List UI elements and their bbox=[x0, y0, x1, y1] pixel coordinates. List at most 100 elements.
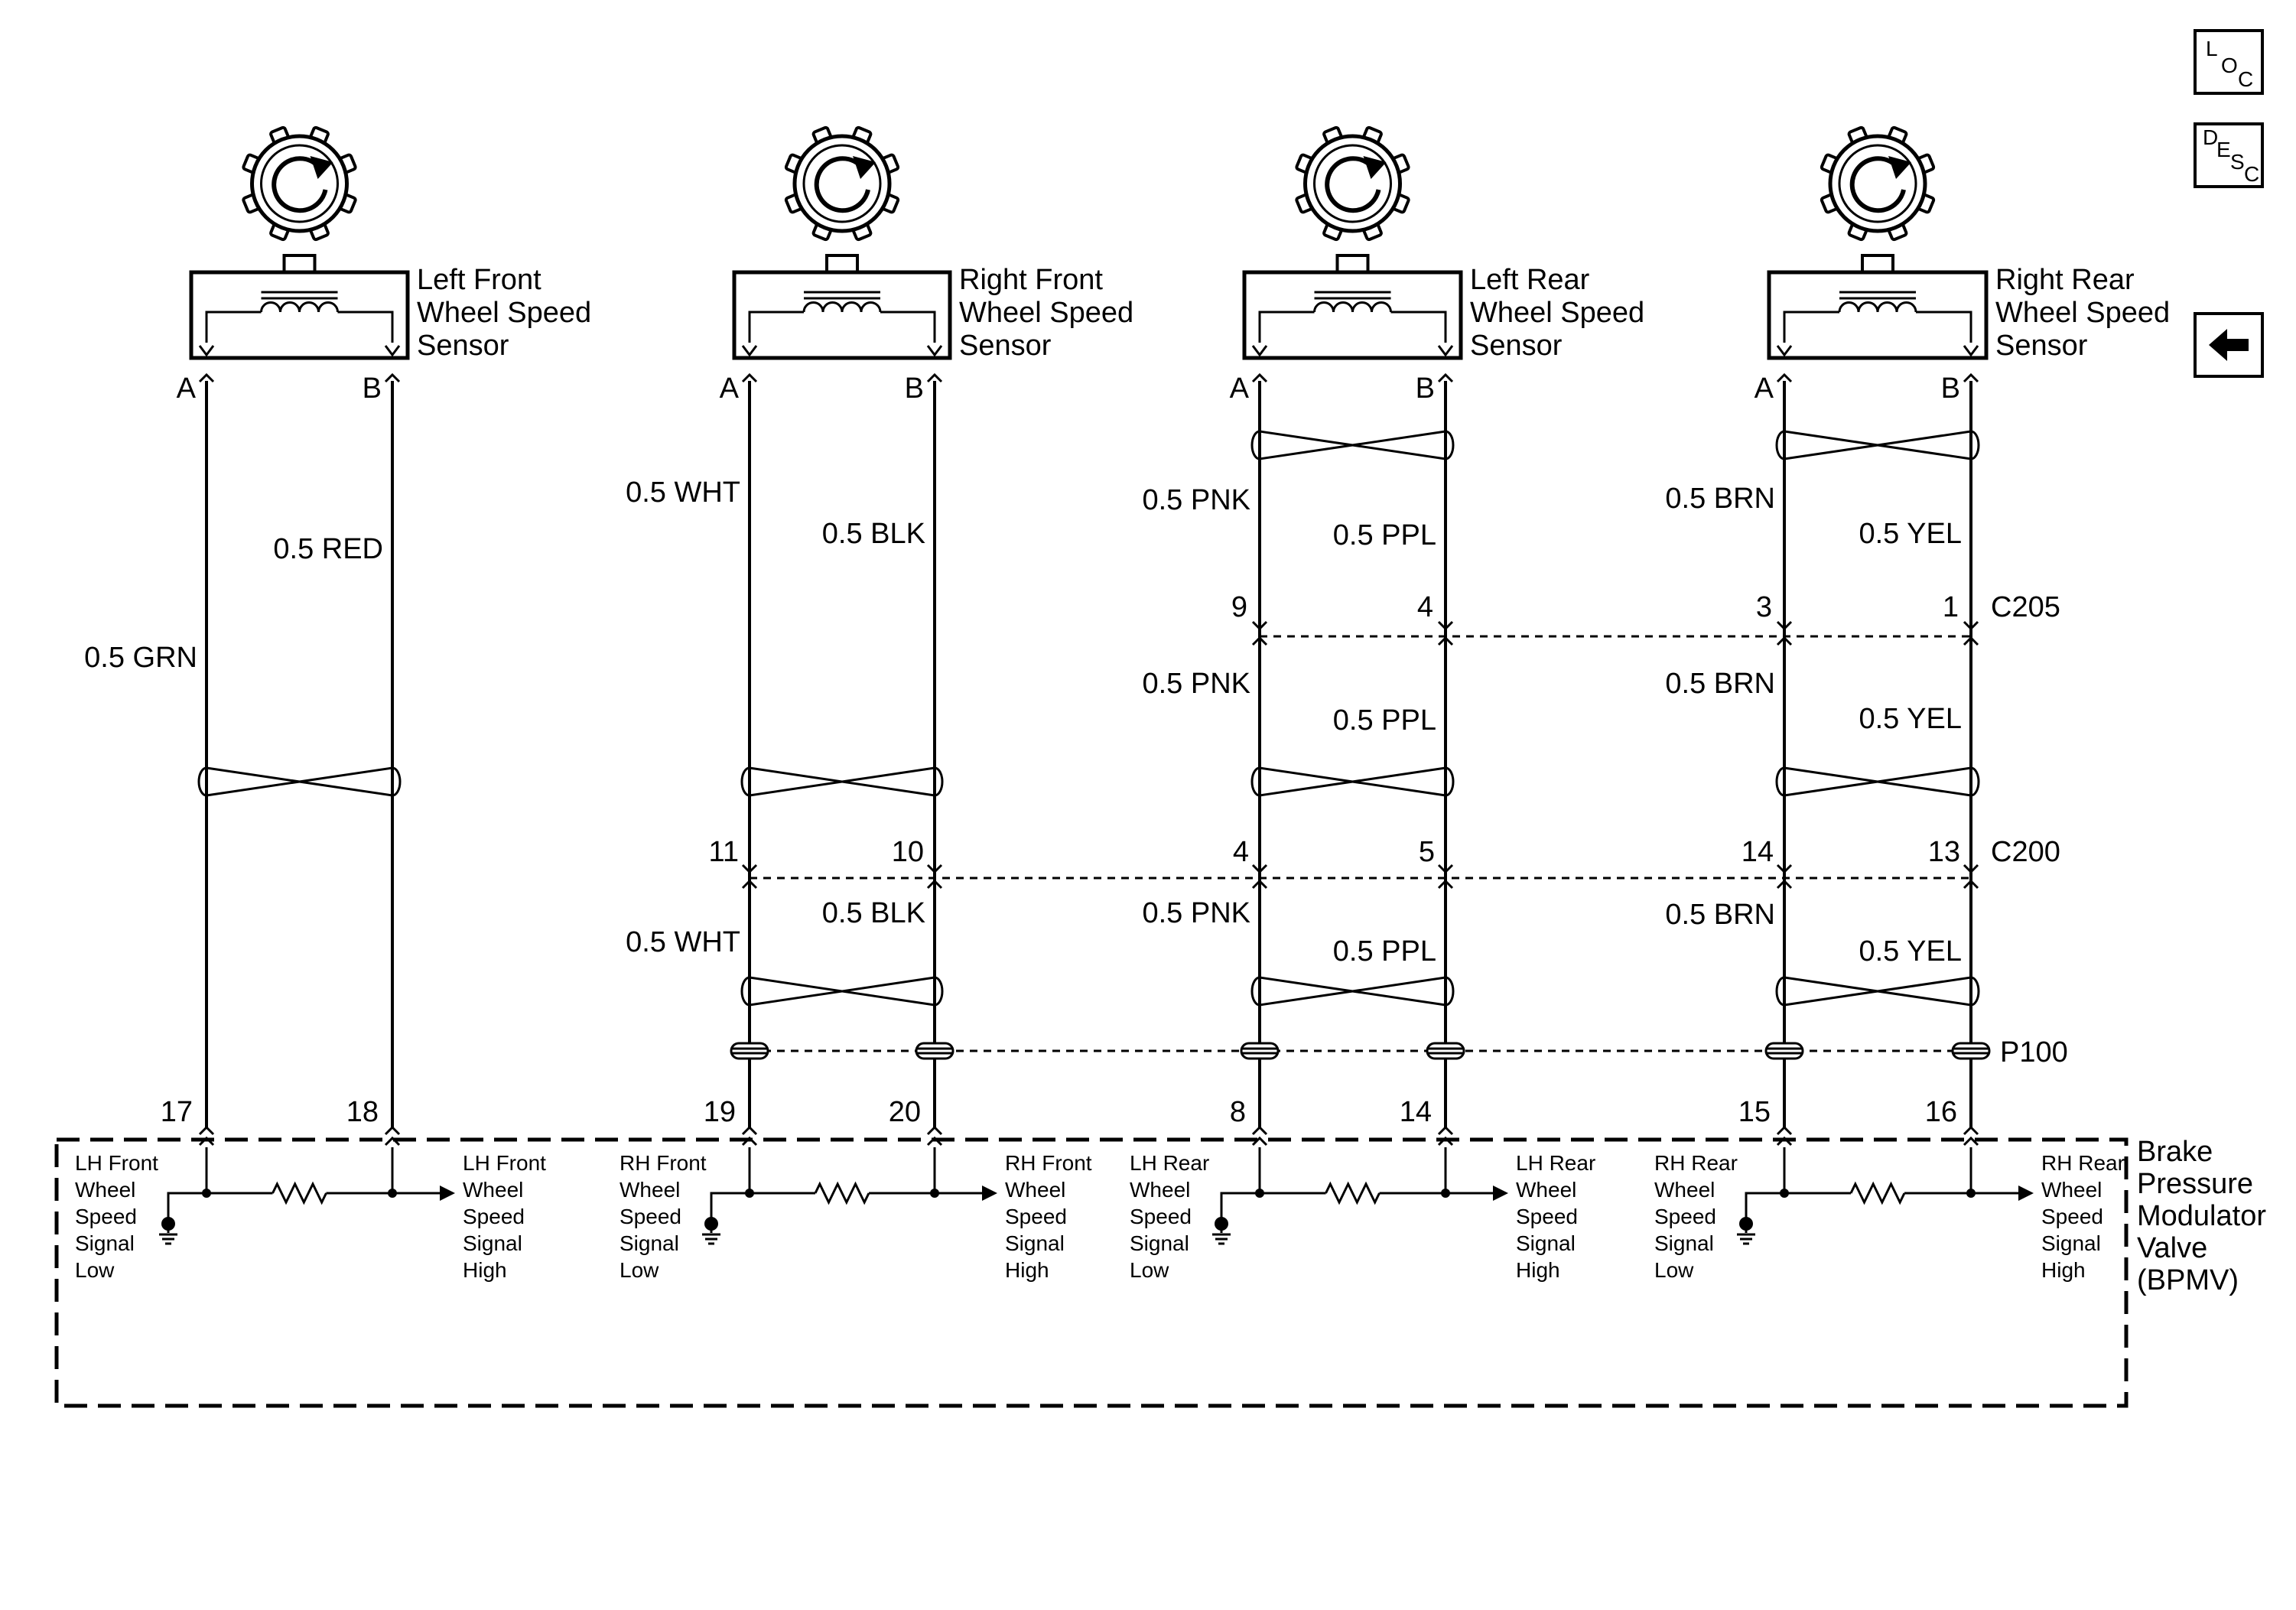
bpmv-signal-low: Speed bbox=[1130, 1205, 1192, 1228]
twisted-pair-end bbox=[1445, 766, 1455, 797]
sensor-arrow-icon bbox=[1251, 345, 1268, 357]
pin-mark bbox=[1251, 1125, 1268, 1136]
bpmv-signal-high: Signal bbox=[463, 1231, 522, 1255]
bpmv-signal-high: Signal bbox=[1005, 1231, 1065, 1255]
twisted-pair-end bbox=[392, 766, 402, 797]
loc-letter-c: C bbox=[2238, 67, 2254, 91]
twisted-pair-end bbox=[1970, 976, 1980, 1007]
rotation-arrow-icon bbox=[1325, 156, 1381, 213]
description-button[interactable]: D E S C bbox=[2194, 122, 2264, 188]
sensor-arrow-icon bbox=[1963, 345, 1979, 357]
bpmv-signal-high: Wheel bbox=[2041, 1178, 2102, 1202]
twisted-pair-end bbox=[1445, 430, 1455, 460]
loc-letter-o: O bbox=[2221, 54, 2238, 77]
rotation-arrow-icon bbox=[1849, 156, 1906, 213]
rotation-arrowhead bbox=[1363, 156, 1387, 179]
twisted-pair-end bbox=[1775, 430, 1785, 460]
rotation-arrowhead bbox=[853, 156, 876, 179]
sensor-name-line: Right Front bbox=[959, 264, 1103, 296]
wire-label: 0.5 BLK bbox=[822, 897, 925, 929]
bpmv-signal-high: High bbox=[463, 1258, 507, 1282]
splice-pack bbox=[730, 1042, 769, 1060]
bpmv-signal-high: RH Front bbox=[1005, 1151, 1092, 1175]
ground-node bbox=[161, 1217, 175, 1231]
twisted-pair-cross bbox=[1259, 976, 1446, 1007]
sensor-pin-a-label: A bbox=[177, 372, 197, 405]
resistor-icon bbox=[1849, 1181, 1906, 1205]
c200-name: C200 bbox=[1991, 836, 2060, 868]
desc-letter-s: S bbox=[2230, 150, 2245, 174]
sensor-name-line: Wheel Speed bbox=[417, 297, 591, 329]
pin-mark bbox=[1251, 864, 1268, 874]
pin-mark bbox=[1437, 864, 1454, 874]
pin-mark bbox=[926, 879, 943, 890]
splice-pack bbox=[1951, 1042, 1991, 1060]
bpmv-pin: 20 bbox=[889, 1096, 921, 1128]
wire-label: 0.5 PNK bbox=[1142, 897, 1250, 929]
sensor-pin-b-label: B bbox=[363, 372, 382, 405]
sensor-name-line: Right Rear bbox=[1995, 264, 2135, 296]
wire-label: 0.5 BRN bbox=[1665, 899, 1775, 931]
signal-arrow-icon bbox=[982, 1186, 997, 1201]
bpmv-pin: 19 bbox=[704, 1096, 736, 1128]
splice-pack bbox=[1764, 1042, 1804, 1060]
pin-mark bbox=[741, 879, 758, 890]
twisted-pair-end bbox=[1775, 976, 1785, 1007]
wire-label: 0.5 BLK bbox=[822, 518, 925, 550]
pin-mark bbox=[1963, 372, 1979, 383]
rotation-arrowhead bbox=[1888, 156, 1911, 179]
twisted-pair-end bbox=[1775, 766, 1785, 797]
sensor-stem bbox=[1861, 254, 1894, 274]
c205-pin: 9 bbox=[1231, 591, 1247, 623]
twisted-pair-end bbox=[1970, 766, 1980, 797]
bpmv-signal-high: Signal bbox=[1516, 1231, 1576, 1255]
sensor-name-line: Left Rear bbox=[1470, 264, 1590, 296]
back-button[interactable] bbox=[2194, 312, 2264, 378]
location-button[interactable]: L O C bbox=[2194, 29, 2264, 95]
coil-icon bbox=[260, 301, 339, 313]
bpmv-signal-low: Low bbox=[620, 1258, 659, 1282]
pin-mark bbox=[1776, 1125, 1793, 1136]
c200-pin: 4 bbox=[1233, 836, 1249, 868]
ground-node bbox=[704, 1217, 718, 1231]
bpmv-pin: 16 bbox=[1925, 1096, 1957, 1128]
bpmv-signal-high: High bbox=[2041, 1258, 2086, 1282]
pin-mark bbox=[1776, 636, 1793, 646]
bpmv-signal-low: Speed bbox=[620, 1205, 681, 1228]
tone-ring-icon bbox=[250, 134, 349, 233]
wire-label: 0.5 YEL bbox=[1859, 703, 1962, 735]
twisted-pair-end bbox=[740, 976, 750, 1007]
wire-label: 0.5 PPL bbox=[1333, 704, 1436, 737]
pin-mark bbox=[741, 372, 758, 383]
pin-mark bbox=[926, 864, 943, 874]
twisted-pair-end bbox=[1445, 976, 1455, 1007]
bpmv-signal-high: RH Rear bbox=[2041, 1151, 2125, 1175]
pin-mark bbox=[1251, 879, 1268, 890]
twisted-pair-end bbox=[1250, 976, 1260, 1007]
tone-ring-icon bbox=[1828, 134, 1927, 233]
sensor-name-line: Wheel Speed bbox=[1470, 297, 1644, 329]
sensor-arrow-icon bbox=[1776, 345, 1793, 357]
bpmv-signal-low: Wheel bbox=[620, 1178, 680, 1202]
bpmv-signal-high: High bbox=[1516, 1258, 1560, 1282]
pin-mark bbox=[384, 1125, 401, 1136]
bpmv-signal-high: Speed bbox=[463, 1205, 525, 1228]
pin-mark bbox=[1963, 620, 1979, 631]
pin-mark bbox=[1776, 879, 1793, 890]
sensor-lead bbox=[337, 311, 394, 343]
ground-node bbox=[1739, 1217, 1753, 1231]
wire-label: 0.5 WHT bbox=[626, 476, 740, 509]
sensor-pin-b-label: B bbox=[905, 372, 924, 405]
splice-pack bbox=[1240, 1042, 1280, 1060]
wire-label: 0.5 PNK bbox=[1142, 668, 1250, 700]
desc-letter-c: C bbox=[2244, 162, 2260, 186]
pin-mark bbox=[198, 1125, 215, 1136]
bpmv-signal-low: RH Rear bbox=[1654, 1151, 1738, 1175]
bpmv-signal-high: LH Rear bbox=[1516, 1151, 1595, 1175]
pin-mark bbox=[1963, 1125, 1979, 1136]
bpmv-signal-low: Signal bbox=[75, 1231, 135, 1255]
pin-mark bbox=[198, 372, 215, 383]
twisted-pair-end bbox=[934, 766, 944, 797]
sensor-lead bbox=[205, 311, 262, 343]
